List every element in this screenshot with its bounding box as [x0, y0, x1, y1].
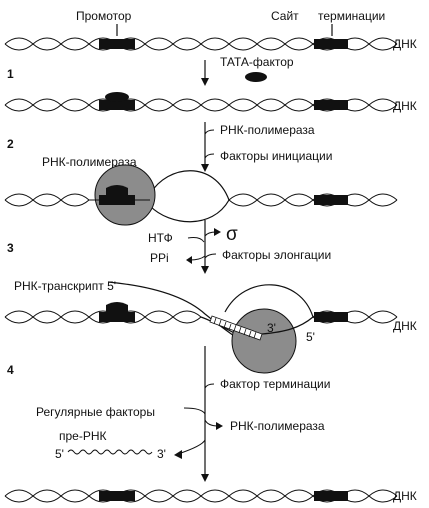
tata-bound-blob [105, 92, 129, 102]
elong-bubble-top [224, 284, 314, 318]
rna-polymerase-label-2: РНК-полимераза [220, 123, 315, 137]
term-factor-in-arrow [204, 383, 215, 389]
arrow-branch-2b [204, 153, 215, 159]
rna-polymerase-label-4: РНК-полимераза [230, 419, 325, 433]
dna-strand-4 [4, 302, 398, 324]
step-number-4: 4 [7, 363, 14, 377]
termination-site-label-1: Сайт [271, 9, 299, 23]
elong-in-arrow [204, 253, 217, 259]
open-bubble-bottom [149, 199, 230, 223]
step-number-3: 3 [7, 241, 14, 255]
dna-strand-5 [4, 489, 398, 503]
step-number-1: 1 [7, 67, 14, 81]
reg-factors-out-arrow [183, 407, 206, 415]
ppi-out-arrowhead [186, 256, 192, 264]
dna-label-5: ДНК [393, 489, 417, 503]
sigma-label: σ [226, 224, 238, 245]
ntp-in-arrow [187, 237, 205, 243]
tata-factor-blob [245, 72, 267, 82]
step-number-2: 2 [7, 137, 14, 151]
termination-site-label-2: терминации [318, 9, 385, 23]
terminator-box [314, 39, 348, 49]
dna-label-1: ДНК [393, 37, 417, 51]
arrow-branch-2a [204, 129, 215, 135]
dna-strand-3 [4, 193, 398, 207]
pre-rna-label: пре-РНК [59, 429, 107, 443]
term-factor-label: Фактор терминации [220, 377, 330, 391]
hybrid-rungs [213, 317, 257, 339]
rna-polymerase-blob-2 [231, 308, 297, 374]
arrow-head-2 [201, 164, 209, 172]
dna-strand-1 [4, 37, 398, 51]
polymerase-out-arrowhead [216, 422, 223, 430]
init-factors-label: Факторы инициации [220, 149, 332, 163]
promoter-label: Промотор [76, 9, 132, 23]
elong-factors-label: Факторы элонгации [222, 248, 331, 262]
rna-transcript-strand [107, 281, 241, 341]
pre-rna-out-arrow [177, 439, 206, 455]
ntp-label: НТФ [148, 231, 173, 245]
dna-label-4: ДНК [393, 319, 417, 333]
pre-rna-wave [67, 449, 153, 455]
dna-strand-2 [4, 98, 398, 112]
three-prime-label: 3' [267, 321, 276, 335]
sigma-out-arrowhead [214, 228, 221, 236]
dna-label-2: ДНК [393, 99, 417, 113]
pre-rna-out-arrowhead [174, 450, 182, 459]
reg-factors-label: Регулярные факторы [36, 405, 155, 419]
elong-bubble-exit [261, 316, 314, 335]
promoter-box [99, 39, 135, 49]
tata-factor-label: ТАТА-фактор [220, 55, 294, 69]
arrow-head-3 [201, 266, 209, 274]
rna-transcript-label: РНК-транскрипт 5' [14, 279, 116, 293]
tata-bound-blob-3 [106, 185, 128, 195]
rna-polymerase-label-2b: РНК-полимераза [42, 155, 137, 169]
pre-rna-5-label: 5' [55, 447, 64, 461]
arrow-head-1 [201, 78, 209, 86]
open-bubble-top [149, 170, 230, 201]
pre-rna-3-label: 3' [157, 447, 166, 461]
ppi-out-arrow [189, 255, 206, 261]
five-prime-label: 5' [306, 330, 315, 344]
arrow-head-4 [201, 474, 209, 482]
ppi-label: PPi [150, 251, 169, 265]
